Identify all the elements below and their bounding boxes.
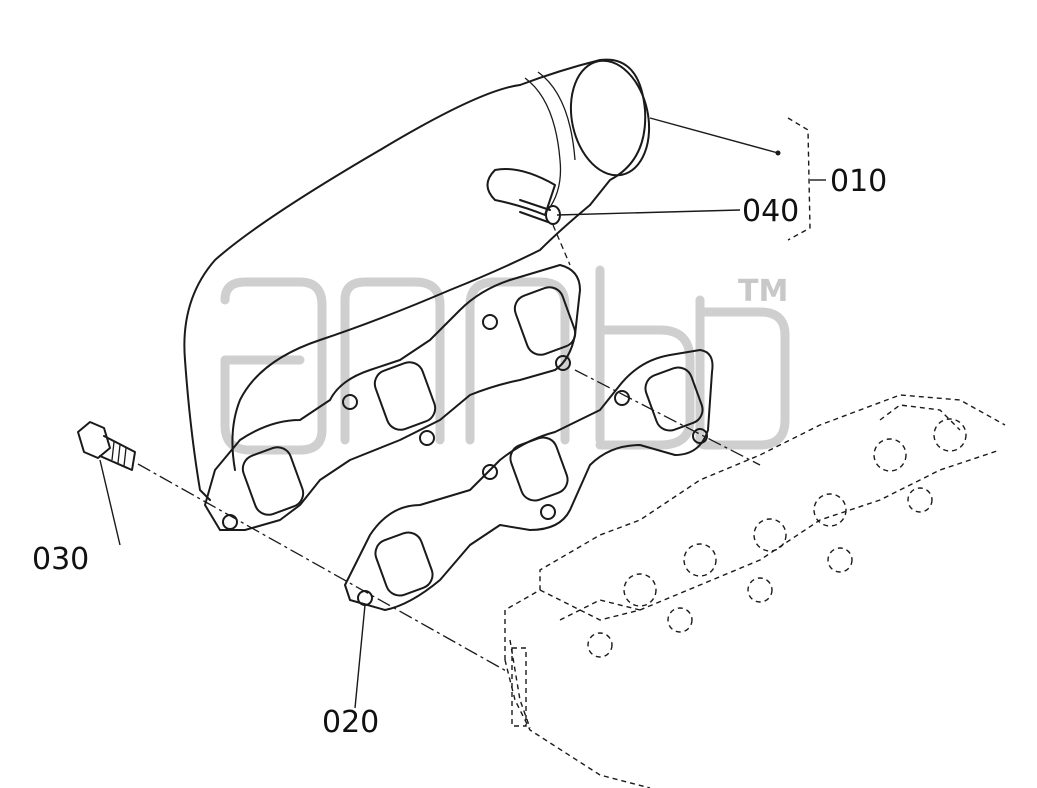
part-number-020: 020 [322,705,379,740]
part-number-010: 010 [830,164,887,199]
cylinder-head-outline [504,394,1006,788]
exhaust-manifold [183,58,651,531]
part-number-040: 040 [742,194,799,229]
manifold-gasket [344,349,714,611]
part-number-030: 030 [32,542,89,577]
trademark-mark: TM [738,274,788,309]
leader-lines [99,117,826,709]
watermark-logo: TM [220,265,790,455]
pipe-fitting [486,168,561,225]
hex-bolt [77,421,136,471]
